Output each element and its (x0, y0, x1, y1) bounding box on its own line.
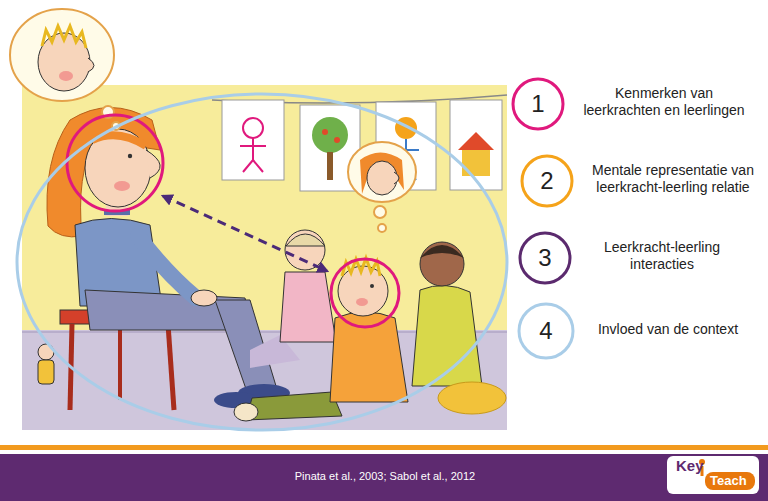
numbered-circle: 3Leerkracht-leerling interacties (517, 230, 573, 286)
description-block: Mentale representatie van leerkracht-lee… (583, 162, 763, 196)
numbered-circle: 4Invloed van de context (516, 301, 576, 361)
callout-number: 1 (510, 76, 566, 132)
callout-number: 2 (519, 153, 575, 209)
logo-word-accent: Teach (710, 473, 747, 489)
focus-circles (67, 115, 399, 327)
description-text: Kenmerken van leerkrachten en leerlingen (578, 85, 750, 119)
description-block: Invloed van de context (588, 321, 748, 338)
footer-bars (0, 445, 768, 501)
numbered-circle: 1Kenmerken van leerkrachten en leerlinge… (510, 76, 566, 132)
callout-number: 4 (516, 301, 576, 361)
label-holder: Teach (710, 473, 747, 489)
description-text: Mentale representatie van leerkracht-lee… (583, 162, 763, 196)
label-holder: Key (676, 457, 704, 475)
callout-number: 3 (517, 230, 573, 286)
dashed-interaction-arrow (163, 196, 327, 271)
caption-holder: Pinata et al., 2003; Sabol et al., 2012 (180, 469, 590, 483)
context-ellipse (17, 94, 507, 430)
description-block: Leerkracht-leerling interacties (587, 239, 737, 273)
reference-caption: Pinata et al., 2003; Sabol et al., 2012 (180, 469, 590, 483)
description-block: Kenmerken van leerkrachten en leerlingen (578, 85, 750, 119)
description-text: Leerkracht-leerling interacties (587, 239, 737, 273)
logo (667, 456, 759, 494)
scene-background (22, 85, 507, 430)
thought-bubbles (10, 9, 416, 232)
logo-word: Key (676, 457, 704, 475)
description-text: Invloed van de context (588, 321, 748, 338)
numbered-circle: 2Mentale representatie van leerkracht-le… (519, 153, 575, 209)
children-figures (234, 230, 506, 421)
